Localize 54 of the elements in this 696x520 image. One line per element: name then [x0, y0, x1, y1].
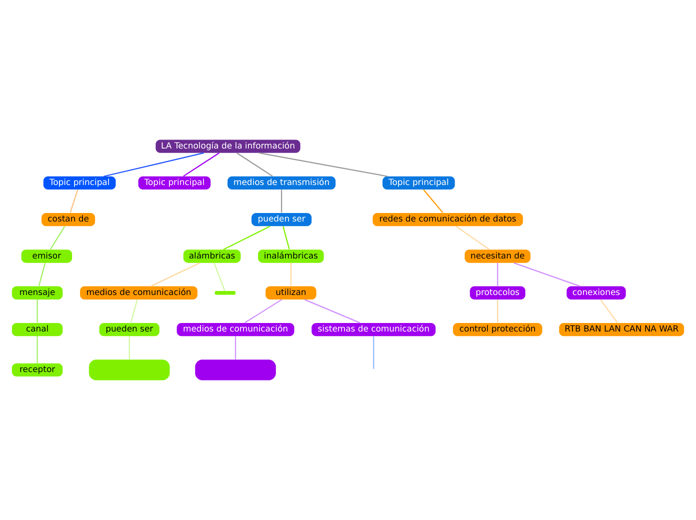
node-box: receptor — [12, 363, 63, 376]
connector — [234, 336, 236, 360]
node-box: LA Tecnología de la información — [156, 140, 300, 153]
connector — [130, 299, 138, 323]
node-box: canal — [12, 322, 63, 336]
connector — [600, 299, 618, 323]
connector — [236, 152, 273, 177]
node-box: alámbricas — [183, 250, 241, 263]
node-box: Topic principal — [382, 176, 455, 190]
connector — [282, 226, 290, 250]
node-box: medios de comunicación — [80, 286, 198, 300]
node-box: emisor — [21, 250, 72, 263]
connector — [214, 262, 226, 292]
node-box: inalámbricas — [258, 250, 324, 263]
connector — [290, 262, 292, 286]
node-box: pueden ser — [99, 322, 160, 336]
node-box: necesitan de — [464, 250, 530, 263]
connector — [50, 226, 66, 250]
connector — [280, 190, 282, 213]
node-box: control protección — [452, 322, 542, 336]
connector — [497, 300, 498, 322]
node-box: redes de comunicación de datos — [372, 213, 523, 226]
node-box: RTB BAN LAN CAN NA WAR — [559, 322, 684, 336]
node-box: mensaje — [12, 286, 63, 300]
node-box: sistemas de comunicación — [312, 322, 436, 336]
connector — [104, 152, 204, 177]
node-box: utilizan — [266, 286, 316, 300]
node-box: costan de — [42, 213, 96, 226]
node-box — [195, 360, 276, 380]
node-box: medios de comunicación — [176, 322, 294, 336]
node-box — [88, 360, 170, 380]
connector — [423, 189, 444, 213]
connector — [244, 299, 282, 324]
connector — [514, 262, 580, 287]
node-box: Topic principal — [138, 176, 211, 190]
connector — [497, 262, 498, 286]
connector — [150, 262, 200, 287]
connector — [36, 336, 38, 364]
node-box: protocolos — [470, 286, 526, 300]
connector — [304, 299, 360, 324]
connector — [38, 262, 46, 286]
node-bar — [214, 291, 236, 295]
connector — [128, 336, 130, 360]
node-box: Topic principal — [43, 176, 116, 190]
connector — [223, 226, 270, 250]
node-box: medios de transmisión — [228, 176, 336, 190]
connector — [258, 152, 388, 177]
connector — [70, 189, 78, 213]
node-box: pueden ser — [251, 213, 312, 226]
connector — [183, 152, 220, 177]
connector — [456, 226, 490, 250]
node-box: conexiones — [566, 286, 626, 300]
connector — [373, 336, 374, 369]
connector — [36, 300, 38, 322]
